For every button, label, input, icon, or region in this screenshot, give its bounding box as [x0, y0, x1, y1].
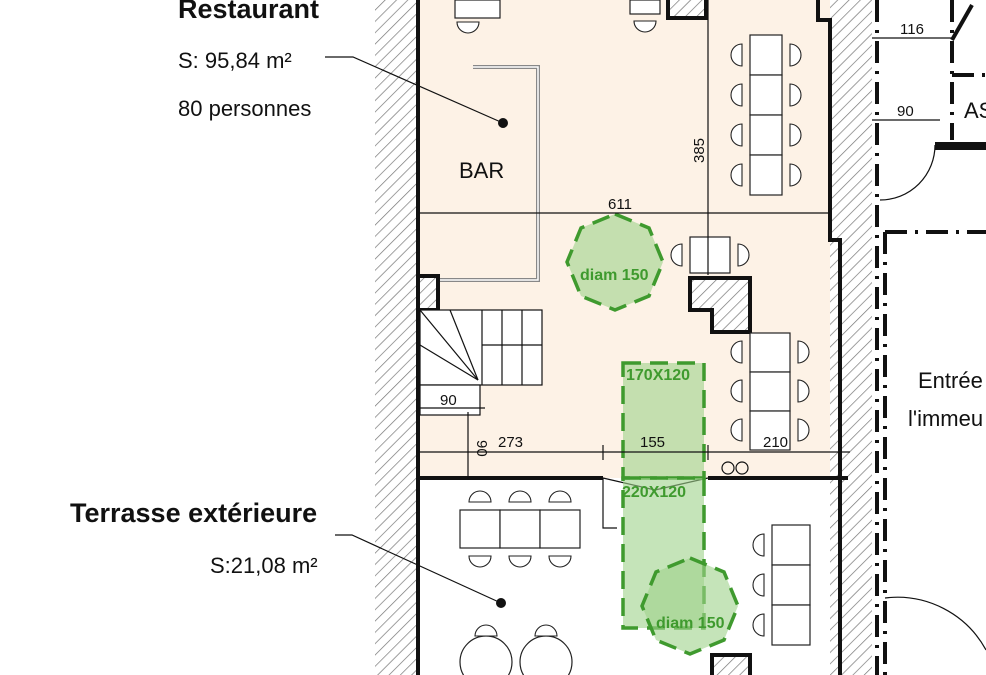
dim-611: 611: [608, 196, 632, 213]
bar-label: BAR: [459, 158, 504, 183]
chair: [789, 163, 802, 187]
dim-90-right: 90: [897, 103, 914, 120]
chair: [737, 243, 750, 267]
bar-counter-inner: [440, 66, 539, 281]
chair: [730, 418, 743, 442]
small-pillar: [418, 276, 438, 310]
zone-label-rect-top: 170X120: [626, 367, 690, 384]
terrace-pillar: [712, 655, 750, 675]
chair: [508, 555, 532, 568]
chair: [752, 533, 765, 557]
restaurant-capacity: 80 personnes: [178, 96, 311, 121]
chair: [548, 555, 572, 568]
dim-385: 385: [691, 138, 708, 163]
right-wall: [830, 0, 872, 675]
chair: [752, 613, 765, 637]
pillar: [690, 278, 750, 332]
restaurant-marker: [498, 118, 508, 128]
right-door-leaf: [950, 4, 974, 41]
chair: [797, 418, 810, 442]
restaurant-leader: [325, 56, 504, 124]
table-two: [689, 236, 731, 274]
terrace-surface: S:21,08 m²: [210, 553, 318, 578]
chair: [468, 490, 492, 503]
chair: [730, 123, 743, 147]
chair: [508, 490, 532, 503]
chair: [474, 624, 498, 637]
chair: [548, 490, 572, 503]
entrance-label-2: l'immeu: [908, 406, 983, 431]
dim-90-vertical: 90: [473, 440, 490, 457]
chair: [534, 624, 558, 637]
chair: [752, 573, 765, 597]
room-right-label: AS: [964, 98, 986, 123]
door-swing-right: [879, 144, 936, 201]
zone-rect-top: [621, 361, 706, 480]
chair: [730, 379, 743, 403]
door-swing-entrance: [884, 596, 986, 651]
chair: [797, 340, 810, 364]
restaurant-surface: S: 95,84 m²: [178, 48, 292, 73]
terrace-title: Terrasse extérieure: [70, 498, 317, 528]
right-room-wall: [935, 142, 986, 150]
chair: [789, 123, 802, 147]
chair: [468, 555, 492, 568]
tables: [454, 0, 811, 675]
dim-155: 155: [640, 434, 665, 451]
drain-icon: [735, 461, 749, 475]
chair: [633, 20, 657, 33]
chairs: [456, 20, 810, 637]
chair: [456, 21, 480, 34]
zone-label-circle-bottom: diam 150: [656, 615, 725, 632]
terrace-marker: [496, 598, 506, 608]
table-right-column: [749, 332, 791, 451]
accessibility-zones: diam 150 170X120 220X120 diam 150: [565, 212, 740, 656]
left-wall: [375, 0, 418, 675]
table-top-right: [749, 34, 783, 196]
dim-lines-right: [872, 37, 952, 121]
chair: [797, 379, 810, 403]
chair: [730, 340, 743, 364]
dimension-lines: [418, 0, 850, 480]
zone-circle-top: [565, 212, 665, 312]
terrace-leader: [335, 534, 502, 604]
chair: [730, 163, 743, 187]
dim-90-stair: 90: [440, 392, 457, 409]
zone-label-circle-top: diam 150: [580, 267, 649, 284]
top-wall-block: [668, 0, 706, 18]
dim-116: 116: [900, 21, 924, 38]
drain-icon: [721, 461, 735, 475]
restaurant-title: Restaurant: [178, 0, 319, 24]
zone-circle-bottom: [640, 556, 740, 656]
chair: [789, 43, 802, 67]
chair: [730, 43, 743, 67]
chair: [730, 83, 743, 107]
terrace-table-column: [771, 524, 811, 646]
chair: [789, 83, 802, 107]
terrace-table-row: [459, 509, 581, 549]
zone-label-rect-bottom: 220X120: [622, 484, 686, 501]
chair: [670, 243, 683, 267]
staircase: [419, 309, 543, 416]
dim-273: 273: [498, 434, 523, 451]
entrance-label-1: Entrée: [918, 368, 983, 393]
property-lines: [875, 0, 986, 675]
dim-210: 210: [763, 434, 788, 451]
